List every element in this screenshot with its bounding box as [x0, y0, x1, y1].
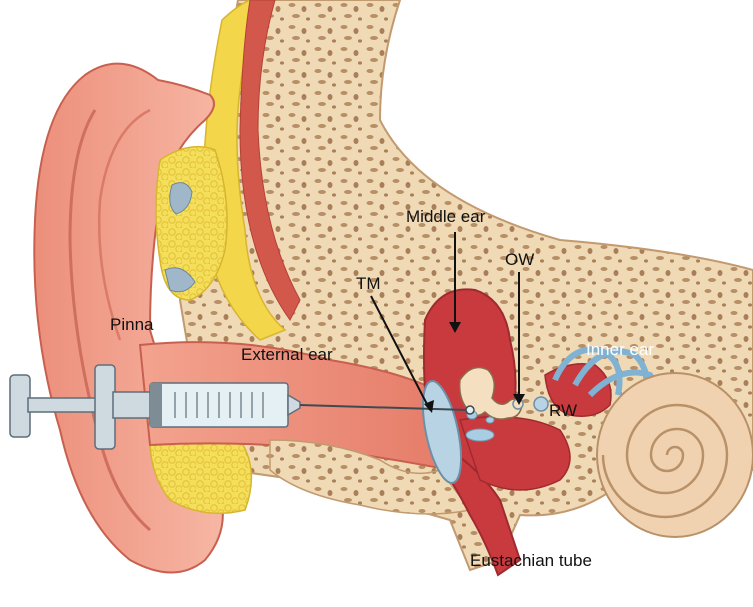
label-eustachian-tube: Eustachian tube	[470, 552, 592, 569]
cochlea	[597, 373, 753, 537]
label-ow: OW	[505, 251, 534, 268]
label-inner-ear: Inner ear	[586, 341, 654, 358]
round-window	[534, 397, 548, 411]
label-pinna: Pinna	[110, 316, 153, 333]
label-rw: RW	[549, 402, 577, 419]
label-middle-ear: Middle ear	[406, 208, 485, 225]
label-external-ear: External ear	[241, 346, 333, 363]
label-tm: TM	[356, 275, 381, 292]
